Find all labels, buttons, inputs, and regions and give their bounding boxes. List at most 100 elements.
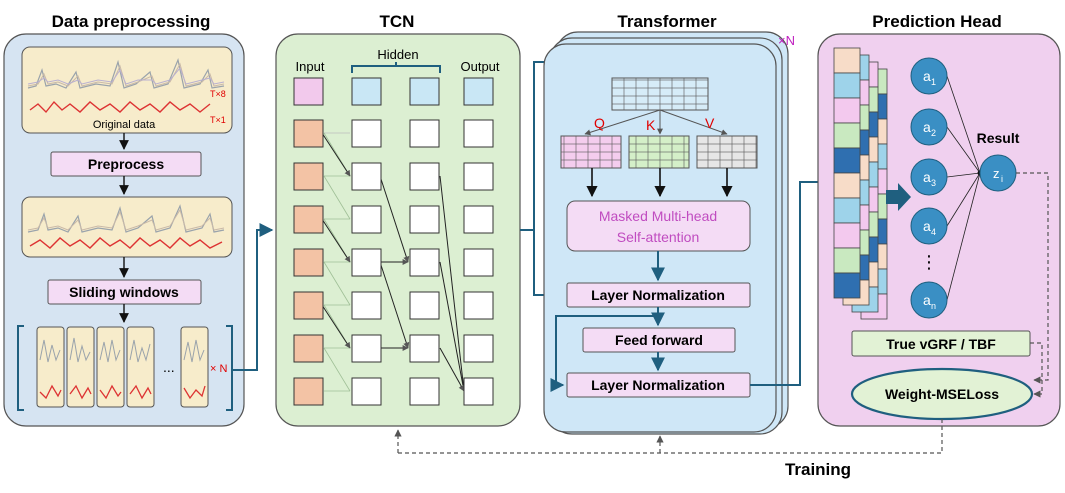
windows-right-bracket <box>226 325 233 411</box>
neuron-label: a <box>923 169 931 185</box>
windows-left-bracket <box>17 325 24 411</box>
attention-label-line2: Self-attention <box>617 229 700 245</box>
tcn-output-node <box>463 248 494 277</box>
arrow-preprocess-to-tcn <box>233 223 274 371</box>
window-clip <box>96 326 125 408</box>
tcn-output-node <box>463 291 494 320</box>
q-matrix <box>560 135 622 169</box>
feature-cell <box>833 172 861 199</box>
feature-cell <box>833 247 861 274</box>
tcn-hidden-node <box>409 377 440 406</box>
dashed-result-to-loss <box>1016 172 1049 384</box>
dashed-label-to-loss <box>1030 342 1043 398</box>
sliding-windows-label: Sliding windows <box>69 284 179 300</box>
v-matrix <box>696 135 758 169</box>
q-label: Q <box>594 115 605 131</box>
tcn-output-node <box>463 162 494 191</box>
tcn-hidden-node <box>409 162 440 191</box>
attention-label-line1: Masked Multi-head <box>599 208 717 224</box>
feature-cell <box>833 72 861 99</box>
window-clip <box>36 326 65 408</box>
tcn-hidden-node <box>409 291 440 320</box>
training-label: Training <box>785 460 851 479</box>
feature-cell <box>833 122 861 149</box>
tcn-output-node <box>463 77 494 106</box>
tcn-hidden-node <box>409 248 440 277</box>
tcn-hidden-node <box>351 248 382 277</box>
tcn-dilated-connections <box>321 132 467 392</box>
neuron-link <box>946 172 981 178</box>
window-clip <box>66 326 95 408</box>
neuron-label: a <box>923 119 931 135</box>
flatten-arrow <box>886 183 911 211</box>
layer-norm-2-label: Layer Normalization <box>591 377 725 393</box>
neuron-link <box>946 172 981 227</box>
preprocessed-data-plot <box>21 196 233 258</box>
tcn-hidden-node <box>351 162 382 191</box>
tcn-output-node <box>463 334 494 363</box>
feature-cell <box>833 47 861 74</box>
neuron-label: a <box>923 292 931 308</box>
original-data-label: Original data <box>93 119 156 131</box>
feature-cell <box>833 197 861 224</box>
loss-label: Weight-MSELoss <box>885 386 999 402</box>
title-tcn: TCN <box>380 12 415 31</box>
tcn-hidden-node <box>351 291 382 320</box>
tcn-hidden-node <box>409 334 440 363</box>
tcn-input-node <box>293 119 324 148</box>
tcn-input-node <box>293 248 324 277</box>
tcn-hidden-node <box>409 119 440 148</box>
tcn-output-node <box>463 119 494 148</box>
tcn-hidden-brace <box>351 62 441 73</box>
embedding-matrix <box>611 77 709 111</box>
neuron-subscript: n <box>931 301 936 311</box>
neuron-subscript: 1 <box>931 77 936 87</box>
window-clip <box>180 326 209 408</box>
neuron-link <box>946 126 981 174</box>
title-data-preprocessing: Data preprocessing <box>52 12 211 31</box>
tcn-hidden-node <box>409 77 440 106</box>
k-label: K <box>646 117 656 133</box>
neuron-link <box>946 172 981 301</box>
tcn-node-grid <box>293 77 494 406</box>
tcn-hidden-node <box>351 205 382 234</box>
neuron-label: a <box>923 68 931 84</box>
neuron-link <box>946 75 981 174</box>
windows-ellipsis: ... <box>163 359 175 375</box>
neuron-subscript: 4 <box>931 227 936 237</box>
tcn-input-node <box>293 334 324 363</box>
feature-cell <box>833 222 861 249</box>
neuron-subscript: 2 <box>931 128 936 138</box>
t8-label: T×8 <box>210 89 226 99</box>
tcn-input-node <box>293 291 324 320</box>
true-label-text: True vGRF / TBF <box>886 336 996 352</box>
tcn-input-node <box>293 205 324 234</box>
feature-cell <box>833 97 861 124</box>
title-transformer: Transformer <box>617 12 717 31</box>
window-clip <box>126 326 155 408</box>
arrow-transformer-to-head <box>750 175 834 386</box>
output-neuron: z i <box>979 154 1017 192</box>
v-label: V <box>705 115 715 131</box>
title-prediction-head: Prediction Head <box>872 12 1001 31</box>
feature-stack <box>833 47 888 320</box>
tcn-input-label: Input <box>296 59 325 74</box>
result-label: Result <box>977 130 1020 146</box>
preprocess-label: Preprocess <box>88 156 164 172</box>
layer-norm-1-label: Layer Normalization <box>591 287 725 303</box>
vdots: ⋮ <box>920 252 938 272</box>
tcn-hidden-node <box>351 377 382 406</box>
feature-cell <box>833 272 861 299</box>
tcn-output-node <box>463 377 494 406</box>
neuron-subscript: 3 <box>931 178 936 188</box>
original-data-plot: T×8 T×1 Original data <box>21 46 233 134</box>
z-sub: i <box>1001 174 1003 184</box>
preprocess-box <box>50 151 202 177</box>
tcn-input-node <box>293 77 324 106</box>
tcn-hidden-node <box>351 334 382 363</box>
